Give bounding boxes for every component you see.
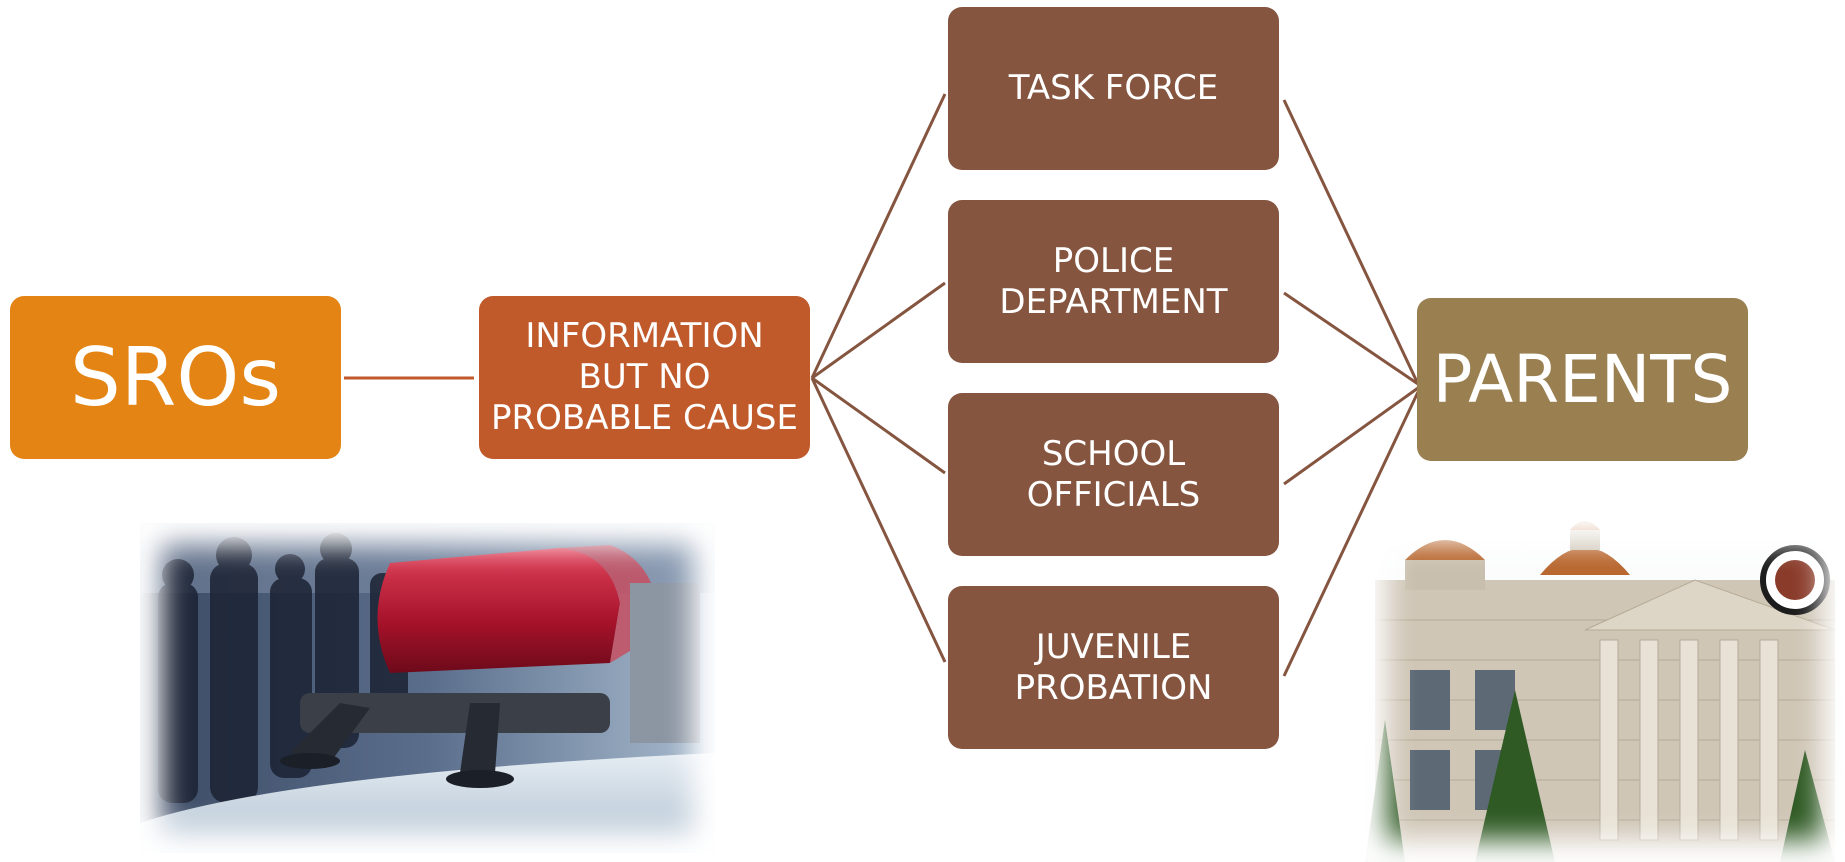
connector-information-school [811, 376, 946, 475]
connector-information-juvenile [810, 377, 947, 663]
police-car-lightbar-photo [140, 523, 715, 853]
parents-label: PARENTS [1432, 340, 1733, 418]
shelby-county-courthouse-photo [1365, 520, 1845, 862]
juvenile-probation-label: JUVENILE PROBATION [1014, 626, 1213, 708]
connector-police-parents [1283, 291, 1419, 386]
connector-information-police [811, 281, 946, 380]
information-node: INFORMATION BUT NO PROBABLE CAUSE [479, 296, 810, 459]
sros-label: SROs [69, 330, 281, 424]
connector-juvenile-parents [1282, 391, 1420, 677]
parents-node: PARENTS [1417, 298, 1748, 461]
connector-task-force-parents [1282, 99, 1420, 385]
task-force-label: TASK FORCE [1008, 68, 1219, 109]
connector-information-task-force [810, 93, 947, 379]
juvenile-probation-node: JUVENILE PROBATION [948, 586, 1279, 749]
sros-node: SROs [10, 296, 341, 459]
school-officials-node: SCHOOL OFFICIALS [948, 393, 1279, 556]
school-officials-label: SCHOOL OFFICIALS [1026, 433, 1201, 515]
connector-school-parents [1283, 386, 1419, 486]
task-force-node: TASK FORCE [948, 7, 1279, 170]
police-department-label: POLICE DEPARTMENT [999, 240, 1228, 322]
police-department-node: POLICE DEPARTMENT [948, 200, 1279, 363]
information-label: INFORMATION BUT NO PROBABLE CAUSE [491, 316, 798, 438]
